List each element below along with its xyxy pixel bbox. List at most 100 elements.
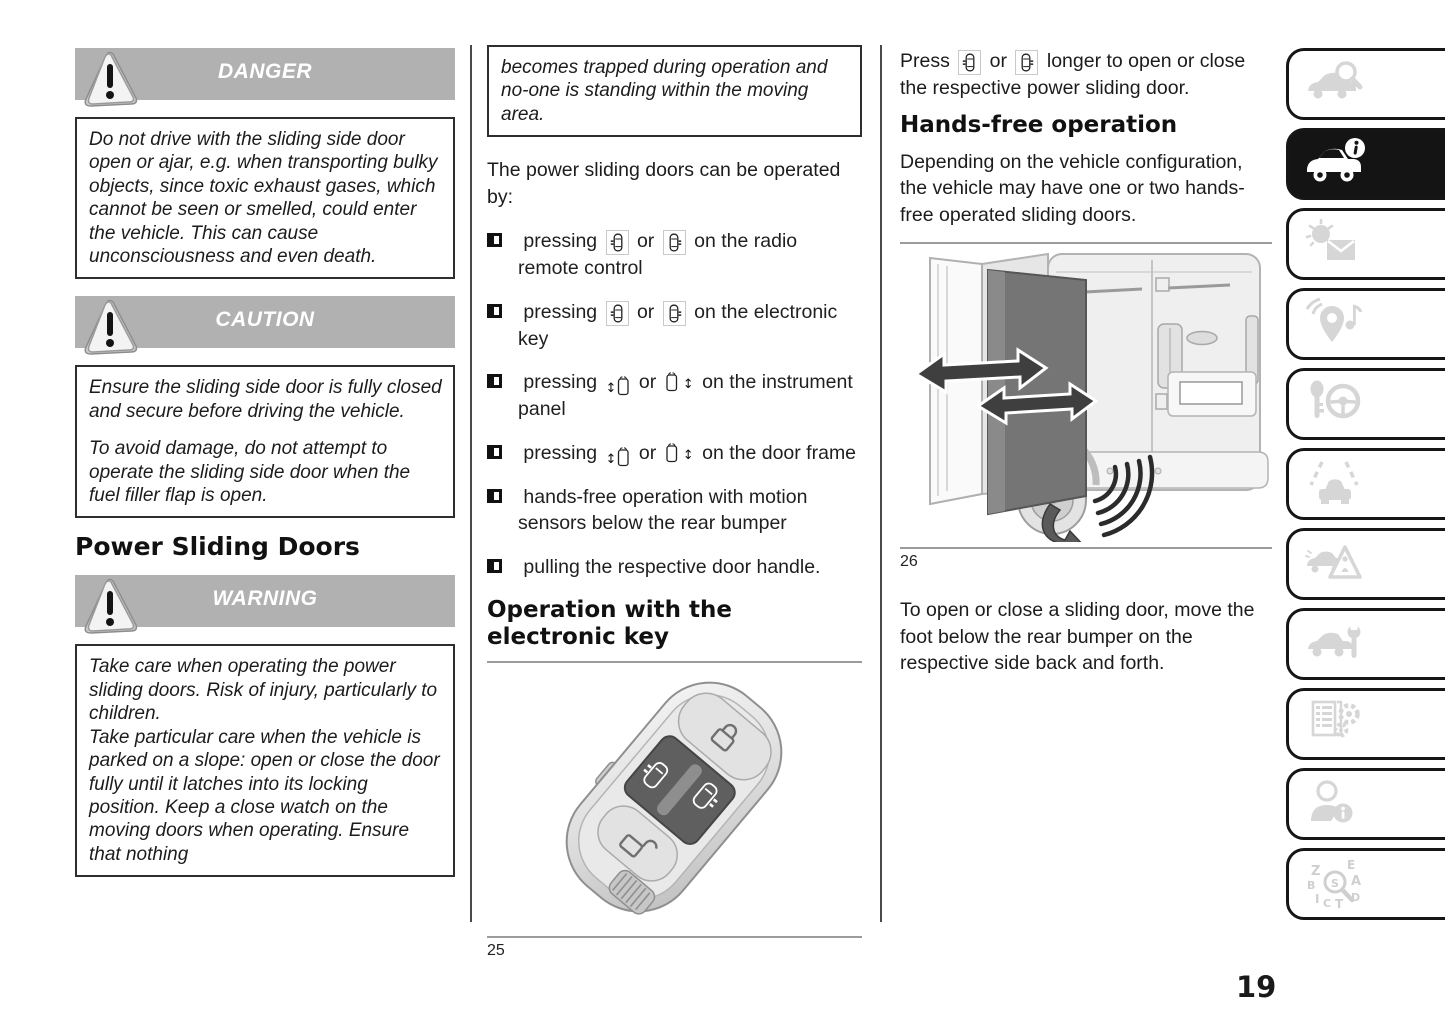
index-letter: I: [1315, 892, 1319, 906]
danger-title: DANGER: [217, 60, 312, 83]
bullet-text: on the radio remote control: [518, 230, 803, 280]
bullet-square-icon: [487, 374, 502, 389]
van-figure: [900, 244, 1272, 556]
index-letter: Z: [1311, 864, 1320, 879]
bullet-text: on the door frame: [696, 441, 857, 464]
column-divider: [880, 45, 882, 922]
section-heading-hands-free: Hands-free operation: [900, 111, 1178, 138]
bullet-text: on the electronic key: [518, 300, 843, 350]
index-letter: T: [1335, 897, 1344, 909]
sliding-door-right-switch-icon: ↕: [665, 372, 694, 392]
operations-intro: The power sliding doors can be operated …: [487, 159, 841, 208]
index-letter: B: [1307, 879, 1315, 892]
sliding-door-left-button-icon: [958, 50, 982, 75]
press-text: Press: [900, 50, 956, 72]
bullet-text: pressing: [518, 441, 603, 464]
middle-column: becomes trapped during operation and no-…: [487, 45, 862, 960]
sidebar-tab-multimedia: [1286, 288, 1445, 360]
figure-number: 26: [900, 553, 918, 570]
left-column: DANGER Do not drive with the sliding sid…: [75, 48, 455, 894]
bullet-square-icon: [487, 444, 502, 459]
danger-note: Do not drive with the sliding side door …: [75, 117, 455, 280]
sliding-door-left-switch-icon: ↕: [606, 376, 631, 396]
sidebar-tab-servicing: [1286, 608, 1445, 680]
lane-assist-icon: [1305, 459, 1363, 510]
warning-title: WARNING: [212, 587, 318, 611]
bullet-square-icon: [487, 558, 502, 573]
updown-arrow-icon: ↕: [678, 377, 694, 393]
sidebar-tab-starting-driving: [1286, 368, 1445, 440]
sidebar-tab-index: Z E B A I C T D S: [1286, 848, 1445, 920]
list-item: pressing ↕ or ↕ on the instrument panel: [487, 369, 862, 423]
figure-divider: [487, 936, 862, 939]
bullet-text: or: [633, 371, 662, 394]
sidebar-tab-technical-data: [1286, 688, 1445, 760]
list-item: pressing or on the electronic key: [487, 299, 862, 353]
column-divider: [470, 45, 472, 922]
sidebar-tab-overview: [1286, 48, 1445, 120]
sidebar-tab-driver-assistance: [1286, 448, 1445, 520]
bullet-text: or: [631, 230, 660, 253]
sliding-door-right-button-icon: [662, 230, 686, 256]
hands-free-usage-text: To open or close a sliding door, move th…: [900, 599, 1255, 674]
warning-light-envelope-icon: [1305, 218, 1363, 270]
navigation-media-icon: [1305, 297, 1363, 351]
right-column: Press or longer to open or close the res…: [900, 48, 1272, 677]
bullet-text: on the instrument panel: [518, 371, 859, 421]
figure-number: 25: [487, 942, 505, 960]
updown-arrow-icon: ↕: [678, 447, 694, 463]
danger-text: Do not drive with the sliding side door …: [89, 129, 438, 268]
caution-text-2: To avoid damage, do not attempt to opera…: [89, 438, 411, 507]
bullet-text: pressing: [518, 230, 603, 253]
sliding-door-right-switch-icon: ↕: [665, 443, 694, 463]
warning-text-continued: becomes trapped during operation and no-…: [501, 57, 828, 125]
person-info-icon: [1305, 778, 1361, 831]
sliding-door-right-button-icon: [1015, 50, 1039, 75]
bullet-square-icon: [487, 303, 502, 318]
electronic-key-figure: [487, 663, 862, 936]
figure-divider: [900, 242, 1272, 244]
car-info-icon: [1305, 137, 1367, 192]
bullet-text: or: [631, 300, 660, 323]
page-number: 19: [1236, 970, 1277, 1004]
updown-arrow-icon: ↕: [605, 381, 617, 397]
bullet-square-icon: [487, 233, 502, 248]
bullet-text: pulling the respective door handle.: [518, 555, 821, 578]
bullet-text: hands-free operation with motion sensors…: [518, 485, 813, 535]
car-wrench-icon: [1305, 619, 1363, 670]
updown-arrow-icon: ↕: [605, 451, 617, 467]
warning-text-2: Take particular care when the vehicle is…: [89, 726, 440, 865]
sliding-door-left-switch-icon: ↕: [606, 447, 631, 467]
bullet-text: or: [633, 441, 662, 464]
sidebar-tab-customer-info: [1286, 768, 1445, 840]
warning-triangle-icon: [79, 296, 141, 361]
bullet-text: pressing: [518, 371, 603, 394]
sliding-door-left-button-icon: [605, 230, 629, 256]
caution-bar: CAUTION: [75, 296, 455, 356]
warning-triangle-icon: [79, 48, 141, 113]
specifications-gears-icon: [1305, 698, 1363, 751]
list-item: pressing ↕ or ↕ on the door frame: [487, 440, 862, 467]
warning-bar: WARNING: [75, 575, 455, 635]
sidebar-tab-getting-to-know: [1286, 128, 1445, 200]
index-letter: C: [1323, 897, 1331, 909]
list-item: pressing or on the radio remote control: [487, 228, 862, 282]
van-illustration: [913, 252, 1269, 556]
caution-text-1: Ensure the sliding side door is fully cl…: [89, 377, 442, 422]
press-instruction: Press or longer to open or close the res…: [900, 48, 1272, 102]
list-item: pulling the respective door handle.: [487, 554, 862, 581]
bullet-square-icon: [487, 488, 502, 503]
index-letter: A: [1351, 874, 1361, 889]
index-letter: D: [1351, 891, 1360, 904]
car-magnifier-icon: [1305, 59, 1363, 110]
sliding-door-right-button-icon: [662, 300, 686, 326]
index-letter: E: [1347, 858, 1355, 872]
list-item: hands-free operation with motion sensors…: [487, 484, 862, 537]
emergency-triangle-icon: [1305, 538, 1363, 591]
danger-bar: DANGER: [75, 48, 455, 107]
section-heading-electronic-key: Operation with the electronic key: [487, 597, 733, 651]
caution-title: CAUTION: [215, 308, 315, 332]
press-text: longer to open or close the respective p…: [900, 50, 1251, 99]
warning-triangle-icon: [79, 575, 141, 640]
